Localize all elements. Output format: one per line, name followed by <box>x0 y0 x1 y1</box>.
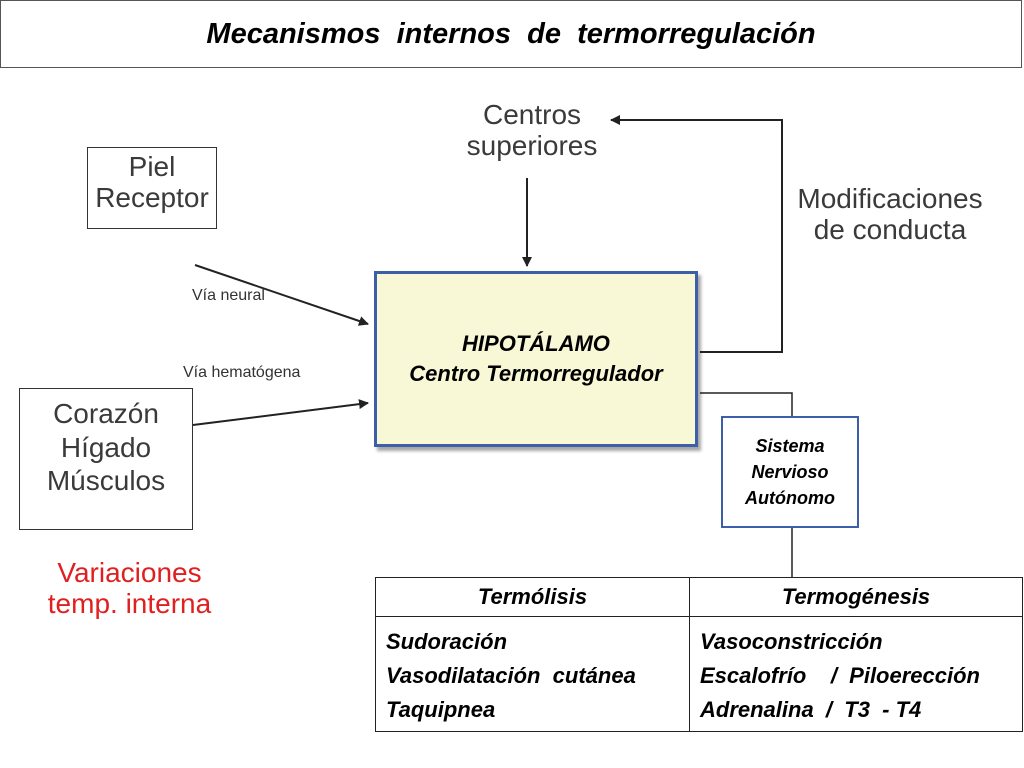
temp-interna-line: temp. interna <box>47 587 212 619</box>
termolisis-header: Termólisis <box>375 577 690 617</box>
termogenesis-header: Termogénesis <box>689 577 1023 617</box>
musculos-line: Músculos <box>46 465 166 497</box>
termogenesis-item: Adrenalina / T3 - T4 <box>700 697 922 722</box>
via-neural-label: Vía neural <box>192 287 265 304</box>
superiores-line: superiores <box>466 129 598 161</box>
higado-line: Hígado <box>60 431 152 463</box>
modificaciones-conducta-label: Modificaciones de conducta <box>795 183 985 246</box>
receptor-line: Receptor <box>95 181 209 213</box>
termolisis-item: Sudoración <box>386 629 508 654</box>
arrow-via-neural <box>194 264 369 326</box>
title-bar: Mecanismos internos de termorregulación <box>0 0 1022 68</box>
termolisis-item: Taquipnea <box>386 697 496 722</box>
piel-receptor-label: Piel Receptor <box>87 151 217 214</box>
table-header-row: Termólisis Termogénesis <box>375 577 1023 617</box>
response-table: Termólisis Termogénesis Sudoración Vasod… <box>375 577 1023 732</box>
modificaciones-line: Modificaciones <box>797 183 983 214</box>
termolisis-item: Vasodilatación cutánea <box>386 663 636 688</box>
sistema-nervioso-autonomo-box: Sistema Nervioso Autónomo <box>721 416 859 528</box>
via-hematogena-label: Vía hematógena <box>183 364 301 381</box>
sna-line-1: Sistema <box>755 435 825 456</box>
conducta-line: de conducta <box>813 213 967 245</box>
piel-receptor-box <box>87 147 217 229</box>
piel-line: Piel <box>128 151 176 182</box>
termolisis-cell: Sudoración Vasodilatación cutánea Taquip… <box>375 616 690 732</box>
line-hipotalamo-to-sna <box>700 392 793 416</box>
variaciones-label: Variaciones temp. interna <box>42 557 217 620</box>
centro-termorregulador-label: Centro Termorregulador <box>409 361 663 386</box>
arrow-hipotalamo-to-centros <box>610 115 783 353</box>
sna-line-2: Nervioso <box>751 461 829 482</box>
hipotalamo-title: HIPOTÁLAMO <box>462 331 610 357</box>
organos-label: Corazón Hígado Músculos <box>19 397 193 498</box>
variaciones-line: Variaciones <box>57 557 202 588</box>
hipotalamo-box: HIPOTÁLAMO Centro Termorregulador <box>374 271 698 447</box>
termogenesis-cell: Vasoconstricción Escalofrío / Piloerecci… <box>689 616 1023 732</box>
termogenesis-item: Escalofrío / Piloerección <box>700 663 980 688</box>
centros-line: Centros <box>482 99 582 130</box>
organos-box <box>19 388 193 530</box>
termogenesis-item: Vasoconstricción <box>700 629 883 654</box>
page-title: Mecanismos internos de termorregulación <box>206 17 816 50</box>
sna-line-3: Autónomo <box>745 488 835 509</box>
corazon-line: Corazón <box>53 398 159 429</box>
arrow-via-hematogena <box>192 399 369 426</box>
table-row: Sudoración Vasodilatación cutánea Taquip… <box>375 616 1023 732</box>
centros-superiores-label: Centros superiores <box>462 99 602 162</box>
